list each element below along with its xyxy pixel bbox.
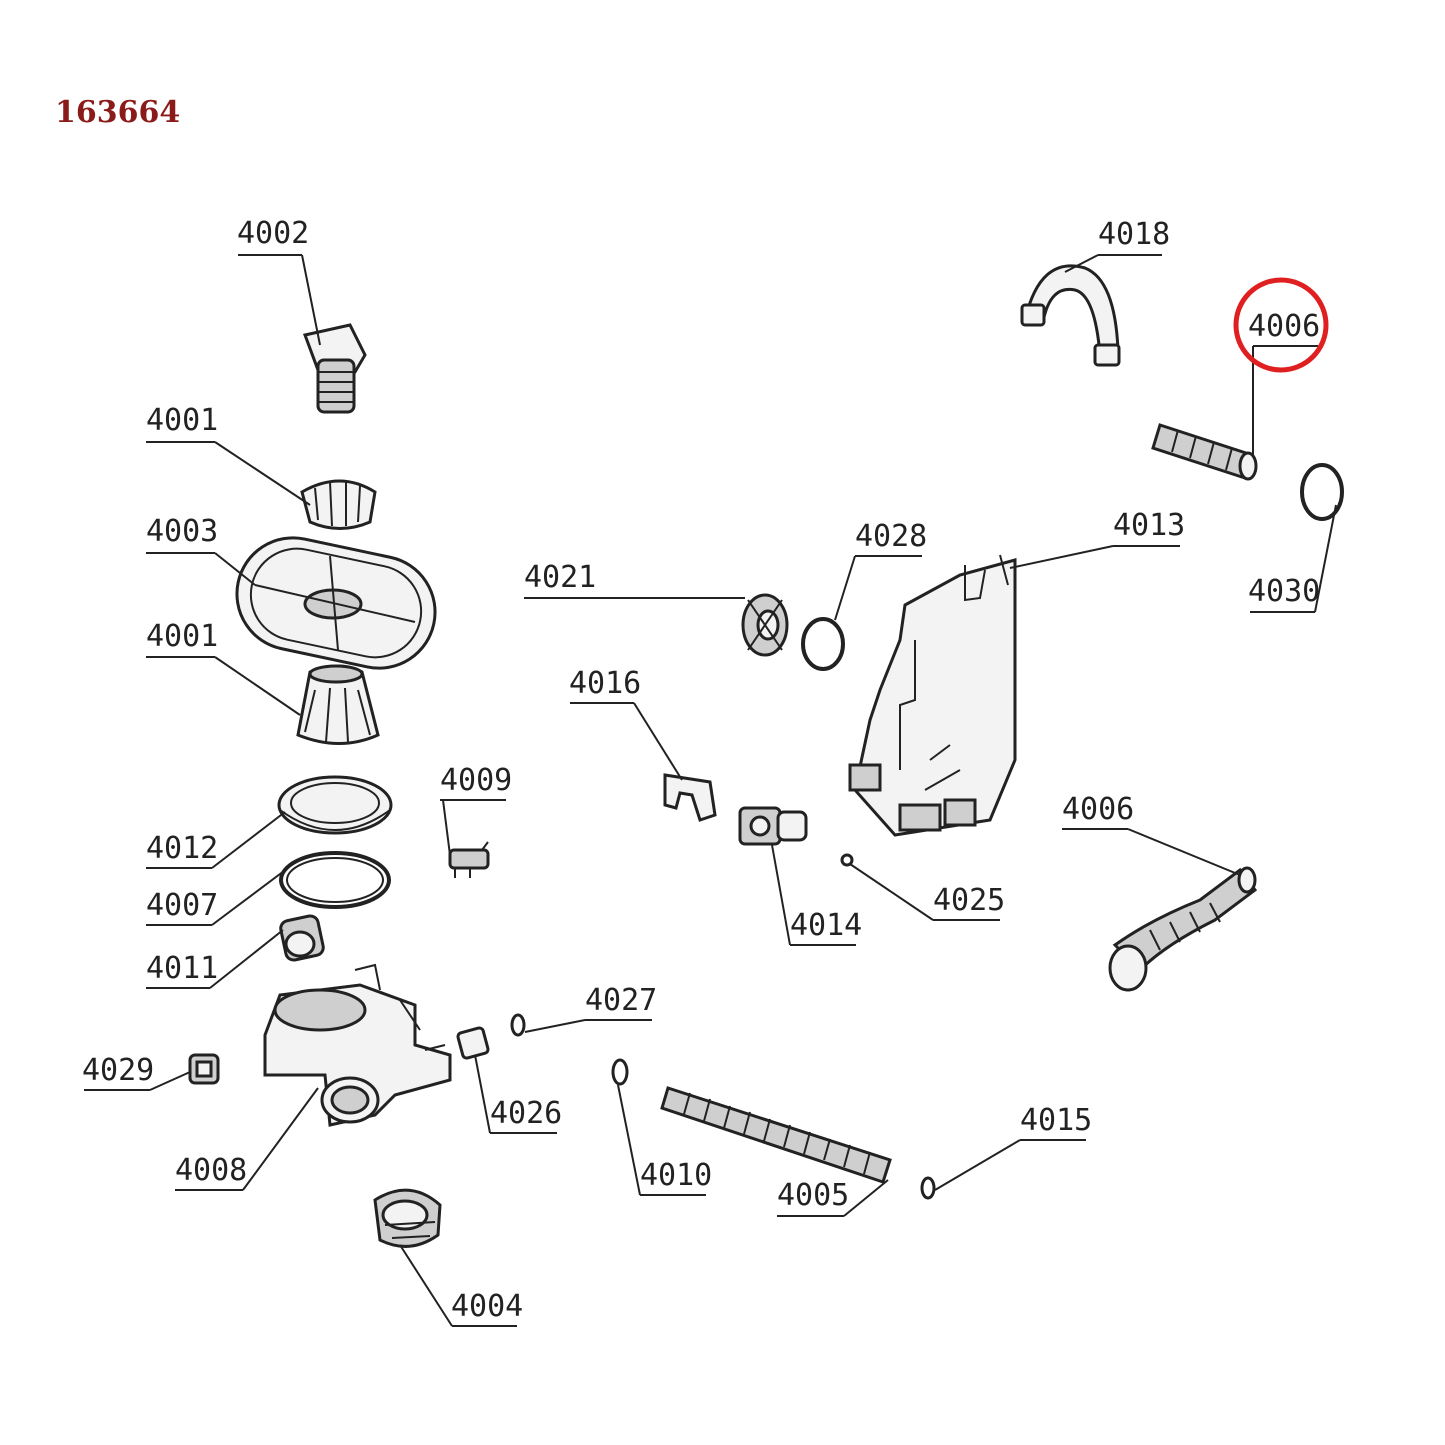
leader-lines (84, 254, 1337, 1327)
label-4001-upper[interactable]: 4001 (146, 403, 218, 438)
part-4007-seal-ring[interactable] (279, 851, 391, 909)
part-4028-ring[interactable] (801, 617, 845, 671)
part-labels: 4002 4001 4003 4001 4012 4007 4011 4029 … (82, 216, 1320, 1324)
label-4005[interactable]: 4005 (777, 1178, 849, 1213)
label-4015[interactable]: 4015 (1020, 1103, 1092, 1138)
part-4005-hose[interactable] (660, 1086, 892, 1184)
label-4027[interactable]: 4027 (585, 983, 657, 1018)
part-4002-fine-filter[interactable] (302, 323, 367, 414)
part-4004-circulation-pump[interactable] (373, 1188, 442, 1248)
part-4013-water-module[interactable] (848, 554, 1017, 837)
part-4001-filter-upper[interactable] (300, 479, 377, 530)
highlight-circle (1233, 277, 1329, 373)
part-4014-valve[interactable] (738, 806, 808, 846)
label-4026[interactable]: 4026 (490, 1096, 562, 1131)
part-4025-nozzle[interactable] (840, 853, 854, 867)
part-4016-bracket[interactable] (663, 773, 717, 822)
part-4006-drain-hose[interactable] (1108, 866, 1258, 992)
label-4004[interactable]: 4004 (451, 1289, 523, 1324)
label-4006-top[interactable]: 4006 (1248, 309, 1320, 344)
label-4018[interactable]: 4018 (1098, 217, 1170, 252)
label-4001-lower[interactable]: 4001 (146, 619, 218, 654)
label-4021[interactable]: 4021 (524, 560, 596, 595)
label-4003[interactable]: 4003 (146, 514, 218, 549)
label-4002[interactable]: 4002 (237, 216, 309, 251)
part-4011-cap[interactable] (279, 914, 325, 962)
part-4003-flat-filter[interactable] (227, 527, 446, 678)
label-4029[interactable]: 4029 (82, 1053, 154, 1088)
label-4028[interactable]: 4028 (855, 519, 927, 554)
part-4012-filter-housing-ring[interactable] (277, 775, 393, 835)
label-4011[interactable]: 4011 (146, 951, 218, 986)
part-4026-sleeve[interactable] (456, 1026, 490, 1060)
label-4014[interactable]: 4014 (790, 908, 862, 943)
part-4030-hose-clamp[interactable] (1300, 463, 1344, 521)
part-4018-bent-hose[interactable] (1020, 264, 1121, 367)
label-4013[interactable]: 4013 (1113, 508, 1185, 543)
part-4008-sump[interactable] (263, 963, 452, 1127)
part-4009-sensor[interactable] (448, 841, 490, 878)
part-4001-filter-cone[interactable] (296, 664, 380, 745)
part-4029-clip[interactable] (188, 1053, 220, 1085)
label-4010[interactable]: 4010 (640, 1158, 712, 1193)
label-4007[interactable]: 4007 (146, 888, 218, 923)
diagram-code: 163664 (55, 95, 180, 130)
part-4021-wheel[interactable] (741, 593, 789, 657)
label-4006-bottom[interactable]: 4006 (1062, 792, 1134, 827)
part-4015-o-ring[interactable] (920, 1176, 936, 1200)
label-4025[interactable]: 4025 (933, 883, 1005, 918)
label-4030[interactable]: 4030 (1248, 574, 1320, 609)
label-4009[interactable]: 4009 (440, 763, 512, 798)
part-4010-o-ring[interactable] (611, 1058, 629, 1086)
part-4027-clamp[interactable] (510, 1013, 526, 1037)
label-4016[interactable]: 4016 (569, 666, 641, 701)
label-4008[interactable]: 4008 (175, 1153, 247, 1188)
label-4012[interactable]: 4012 (146, 831, 218, 866)
part-4006-connector-hose[interactable] (1151, 423, 1258, 481)
